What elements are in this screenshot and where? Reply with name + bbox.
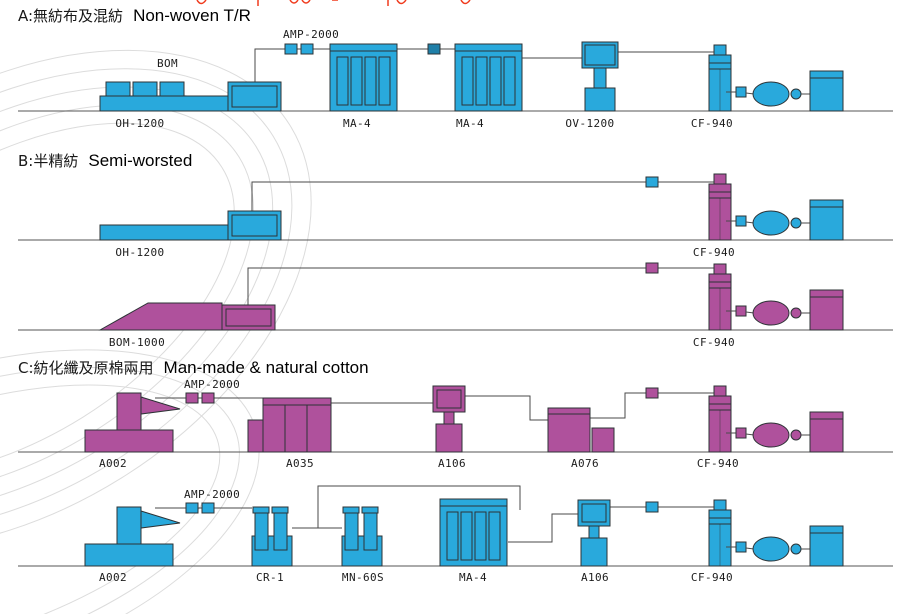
section-c-title-en: Man-made & natural cotton — [163, 358, 369, 377]
label-c2-mn60s: MN-60S — [341, 571, 385, 584]
label-a-amp2000: AMP-2000 — [283, 28, 340, 41]
label-a-oh1200: OH-1200 — [115, 117, 165, 130]
section-b-title-zh: B:半精紡 — [18, 152, 79, 170]
label-c2-a002: A002 — [98, 571, 128, 584]
label-b2-cf940: CF-940 — [692, 336, 736, 349]
machine-a035 — [247, 397, 332, 453]
label-c1-a106: A106 — [437, 457, 467, 470]
line-b2-graphics — [18, 262, 893, 331]
section-c-title: C:紡化纖及原棉兩用 Man-made & natural cotton — [18, 357, 369, 378]
label-c2-cf940: CF-940 — [690, 571, 734, 584]
machine-bom1000 — [98, 302, 276, 331]
machine-a076 — [547, 407, 615, 453]
section-c-title-zh: C:紡化纖及原棉兩用 — [18, 359, 154, 377]
section-a-title-en: Non-woven T/R — [133, 6, 251, 25]
label-c1-a076: A076 — [570, 457, 600, 470]
label-c1-a035: A035 — [285, 457, 315, 470]
label-a-ov1200: OV-1200 — [565, 117, 615, 130]
connector-lines — [155, 485, 714, 543]
machine-ov1200 — [581, 41, 619, 112]
line-a-graphics — [18, 41, 893, 112]
line-c2-graphics — [18, 485, 893, 567]
cropped-red-text — [196, 0, 471, 6]
label-a-bom: BOM — [157, 57, 179, 70]
label-b1-cf940: CF-940 — [692, 246, 736, 259]
label-c1-amp2000: AMP-2000 — [184, 378, 241, 391]
bom-boxes — [105, 81, 185, 97]
label-c2-amp2000: AMP-2000 — [184, 488, 241, 501]
section-b-title: B:半精紡 Semi-worsted — [18, 150, 192, 171]
label-a-cf940: CF-940 — [690, 117, 734, 130]
label-c1-a002: A002 — [98, 457, 128, 470]
line-c1-graphics — [18, 385, 893, 453]
label-a-ma4-2: MA-4 — [455, 117, 485, 130]
label-c2-cr1: CR-1 — [255, 571, 285, 584]
label-c2-ma4: MA-4 — [458, 571, 488, 584]
section-a-title: A:無紡布及混紡 Non-woven T/R — [18, 5, 251, 26]
label-b2-bom1000: BOM-1000 — [108, 336, 166, 349]
label-c1-cf940: CF-940 — [696, 457, 740, 470]
section-a-title-zh: A:無紡布及混紡 — [18, 7, 124, 25]
label-b1-oh1200: OH-1200 — [115, 246, 165, 259]
line-b1-graphics — [18, 173, 893, 241]
section-b-title-en: Semi-worsted — [88, 151, 193, 170]
connector-lines — [251, 181, 714, 211]
label-a-ma4-1: MA-4 — [342, 117, 372, 130]
connector-lines — [247, 267, 714, 305]
label-c2-a106: A106 — [580, 571, 610, 584]
